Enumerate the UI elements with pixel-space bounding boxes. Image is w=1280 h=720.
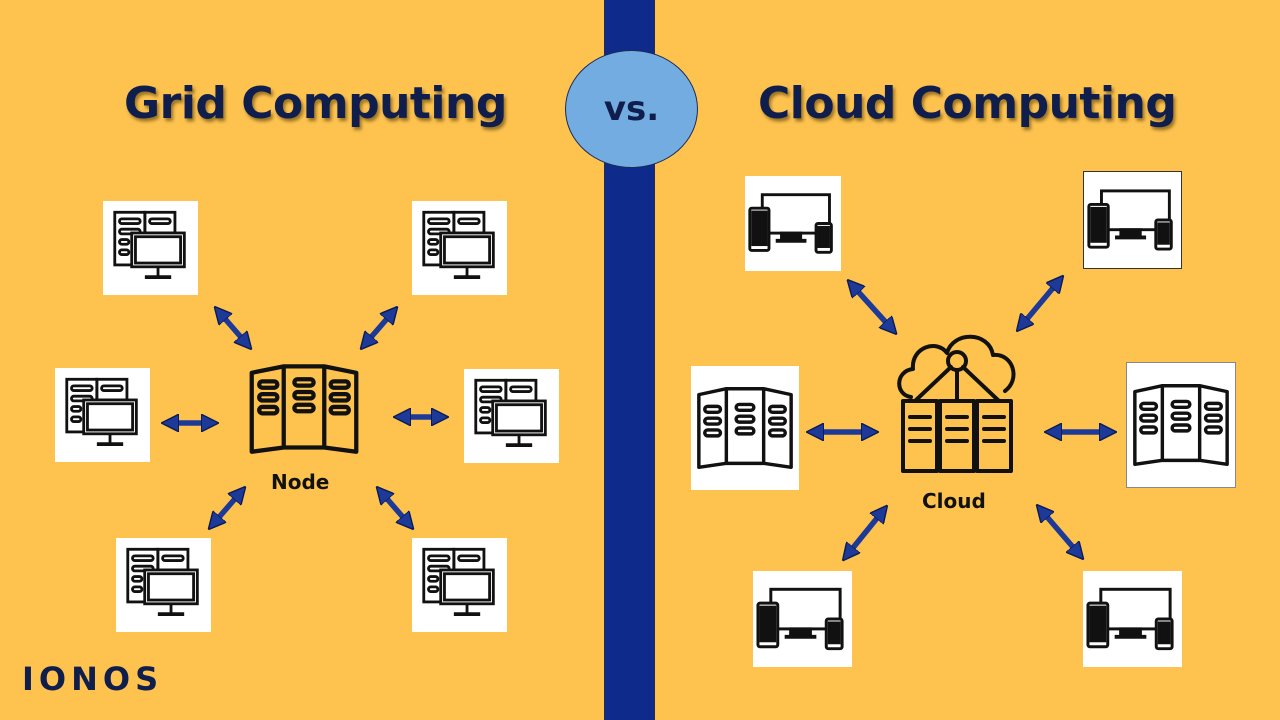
grid-computing-title: Grid Computing [124,78,507,129]
grid-node-bottom-left [116,538,211,632]
cloud-server-left [691,366,799,490]
devices-icon [1083,571,1182,667]
grid-node-top-left [103,201,198,295]
cloud-server-right [1126,362,1236,488]
cloud-device-top-right [1083,171,1182,269]
ionos-logo: IONOS [22,660,164,698]
grid-node-top-right [412,201,507,295]
vs-badge: vs. [565,50,698,168]
server-rack-icon [1127,363,1235,487]
server-monitor-icon [412,201,507,295]
grid-node-middle-left [55,368,150,462]
cloud-server-icon [897,334,1016,473]
server-monitor-icon [55,368,150,462]
devices-icon [745,176,841,271]
devices-icon [753,571,852,667]
cloud-computing-title: Cloud Computing [758,78,1177,129]
cloud-device-bottom-right [1083,571,1182,667]
vs-label: vs. [603,89,660,129]
server-rack-icon [240,360,368,456]
server-monitor-icon [464,369,559,463]
server-monitor-icon [116,538,211,632]
grid-node-middle-right [464,369,559,463]
devices-icon [1084,172,1181,268]
cloud-label: Cloud [922,489,986,513]
cloud-device-top-left [745,176,841,271]
server-monitor-icon [412,538,507,632]
server-rack-icon [691,366,799,490]
grid-node-bottom-right [412,538,507,632]
cloud-device-bottom-left [753,571,852,667]
node-label: Node [271,470,330,494]
server-monitor-icon [103,201,198,295]
